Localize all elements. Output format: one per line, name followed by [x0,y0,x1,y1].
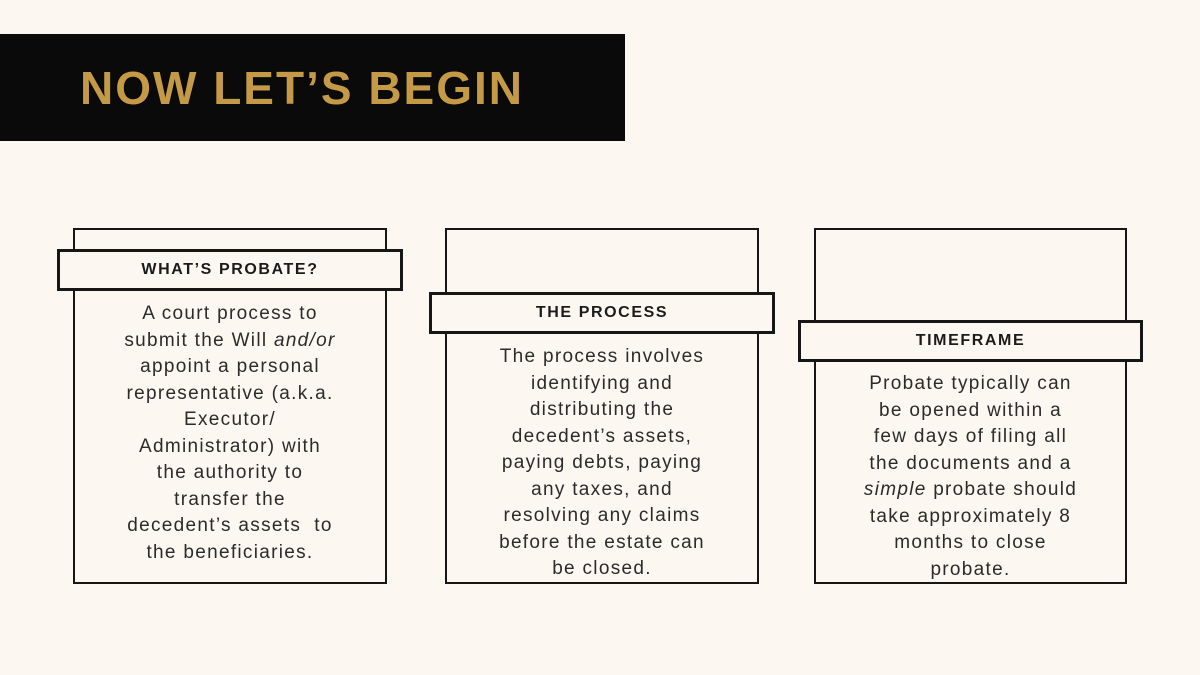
card-title: TIMEFRAME [915,332,1026,349]
slide-title: NOW LET’S BEGIN [80,61,524,114]
card-outline-box [73,228,387,584]
title-bar: NOW LET’S BEGIN [0,34,625,141]
card-title: THE PROCESS [535,304,669,321]
card-title-box: TIMEFRAME [798,320,1143,362]
card-outline-box [814,228,1127,584]
card-outline-box [445,228,759,584]
card-title-box: THE PROCESS [429,292,775,334]
card-title: WHAT’S PROBATE? [141,261,319,278]
card-title-box: WHAT’S PROBATE? [57,249,403,291]
